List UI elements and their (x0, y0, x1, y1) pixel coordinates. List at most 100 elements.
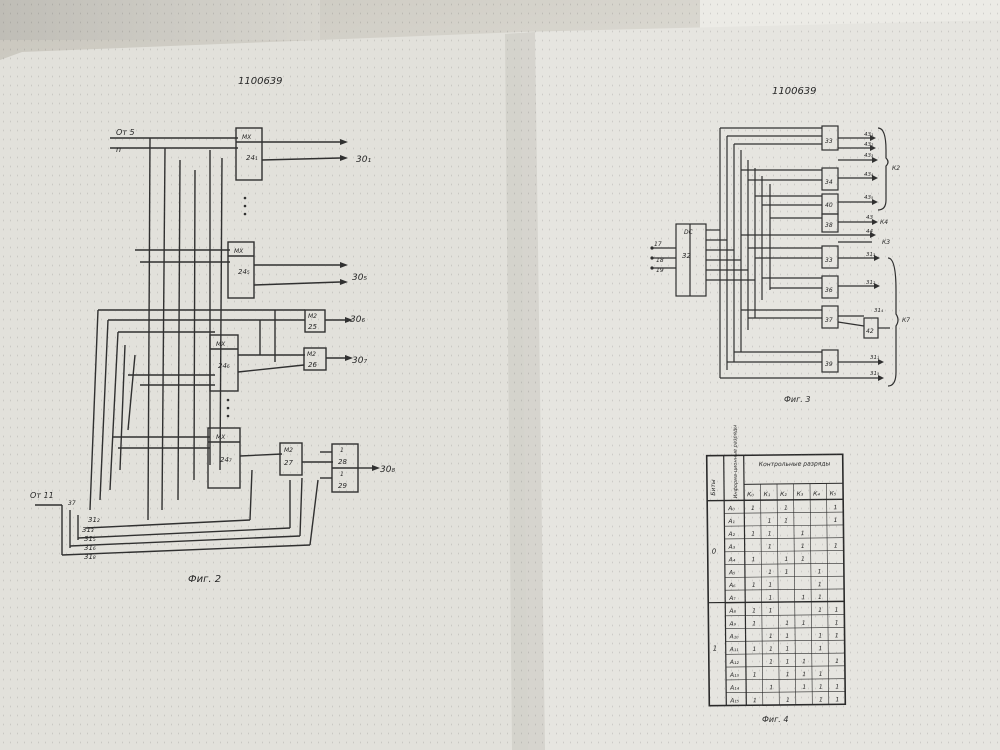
output-label: 30₆ (350, 315, 365, 325)
table-row-label: A₁ (727, 518, 735, 525)
input-label-from5: От 5 (116, 128, 135, 137)
table-row-label: A₂ (727, 531, 735, 538)
table-cell-mark: 1 (752, 556, 756, 563)
decoder-number: 32 (682, 252, 691, 260)
figure-3-arrows (650, 135, 884, 381)
table-cell-mark: 1 (784, 505, 788, 512)
fig3-block-number: 37 (825, 317, 833, 324)
table-column-header: К₂ (780, 491, 787, 498)
table-cell-mark: 1 (835, 619, 839, 626)
table-cell-mark: 1 (833, 504, 837, 511)
mx-label: MX (216, 434, 226, 441)
fig3-block-number: 40 (825, 202, 833, 209)
fig3-output-label: 31₂ (866, 280, 876, 286)
table-row-label: A₁₀ (729, 633, 740, 640)
right-page (520, 20, 1000, 750)
table-row-label: A₅ (728, 569, 736, 576)
table-cell-mark: 1 (751, 505, 755, 512)
left-page (0, 32, 528, 750)
table-cell-mark: 1 (819, 671, 823, 678)
table-cell-mark: 1 (802, 658, 806, 665)
table-cell-mark: 1 (834, 543, 838, 550)
m2-number: 26 (308, 361, 317, 369)
fig3-output-label: 31₅ (870, 371, 879, 377)
table-cell-mark: 1 (768, 569, 772, 576)
table-cell-mark: 1 (835, 684, 839, 691)
table-cell-mark: 1 (818, 632, 822, 639)
figure-caption: Фиг. 2 (188, 574, 221, 585)
table-cell-mark: 1 (768, 518, 772, 525)
left-page-number: 1100639 (238, 76, 283, 87)
table-cell-mark: 1 (801, 530, 805, 537)
table-cell-mark: 1 (768, 543, 772, 550)
table-row-label: A₇ (728, 595, 736, 602)
table-cell-mark: 1 (769, 646, 773, 653)
table-row-label: A₄ (728, 556, 736, 563)
table-cell-mark: 1 (769, 633, 773, 640)
fig3-output-label: 43₃ (864, 153, 874, 159)
table-cell-mark: 1 (818, 594, 822, 601)
table-cell-mark: 1 (786, 671, 790, 678)
table-row-label: A₆ (728, 582, 736, 589)
table-cell-mark: 1 (801, 543, 805, 550)
table-column-header: К₄ (813, 491, 820, 498)
table-row-label: A₁₂ (729, 659, 740, 666)
table-cell-mark: 1 (768, 530, 772, 537)
table-cell-mark: 1 (834, 517, 838, 524)
table-cell-mark: 1 (786, 697, 790, 704)
background-surface (0, 0, 320, 40)
table-cell-mark: 1 (769, 607, 773, 614)
table-frame (705, 453, 847, 707)
table-cell-mark: 1 (769, 659, 773, 666)
figure-caption: Фиг. 4 (762, 715, 788, 724)
fig3-group-label: К3 (882, 239, 890, 246)
table-row-label: A₈ (728, 608, 736, 615)
table-cell-mark: 1 (751, 531, 755, 538)
input-label-n: n (116, 145, 121, 154)
bus-label: 31₆ (84, 544, 96, 552)
bus-label: 31₅ (84, 535, 96, 543)
table-cell-mark: 1 (818, 581, 822, 588)
fig3-group-label: К7 (902, 317, 910, 324)
m2-label: M2 (284, 447, 293, 454)
mx-label: MX (216, 341, 226, 348)
group-bit-label: 0 (712, 548, 717, 556)
table-column-header: К₁ (764, 491, 771, 498)
figure-caption: Фиг. 3 (784, 395, 810, 404)
bus-label: 31₂ (88, 516, 100, 524)
table-cell-mark: 1 (835, 696, 839, 703)
output-label: 30₇ (352, 356, 367, 366)
table-cell-mark: 1 (819, 684, 823, 691)
table-column-header: К₃ (797, 491, 804, 498)
table-header-info: Информа-ционные разряды (732, 425, 739, 499)
table-cell-mark: 1 (784, 517, 788, 524)
bus-label: 31₈ (84, 553, 96, 561)
table-cell-mark: 1 (835, 632, 839, 639)
fig3-output-label: 31₄ (874, 308, 884, 314)
output-label: 30₁ (356, 155, 371, 165)
gate-label: 1 (340, 471, 344, 478)
table-cell-mark: 1 (784, 556, 788, 563)
table-cell-mark: 1 (818, 568, 822, 575)
fig3-output-label: 44 (866, 229, 873, 235)
fig3-block-number: 33 (825, 138, 833, 145)
fig3-group-label: К2 (892, 165, 900, 172)
table-cell-mark: 1 (819, 697, 823, 704)
fig3-output-label: 43₄ (864, 172, 874, 178)
table-cell-mark: 1 (753, 697, 757, 704)
table-cell-mark: 1 (753, 672, 757, 679)
table-cell-mark: 1 (752, 646, 756, 653)
figure-4-table: Биты Информа-ционные разряды Контрольные… (705, 425, 847, 707)
fig3-output-label: 43₂ (864, 142, 874, 148)
fig3-block-number: 36 (825, 287, 833, 294)
table-row-label: A₀ (727, 505, 735, 512)
decoder-label: DC (684, 229, 694, 236)
ellipsis-dots (226, 196, 247, 418)
fig3-output-label: 43 (866, 215, 873, 221)
table-column-header: К₅ (830, 490, 837, 497)
table-row-label: A₉ (728, 621, 736, 628)
group-bit-label: 1 (713, 645, 718, 653)
fig3-block-number: 42 (866, 328, 874, 335)
table-row-label: A₃ (728, 544, 736, 551)
